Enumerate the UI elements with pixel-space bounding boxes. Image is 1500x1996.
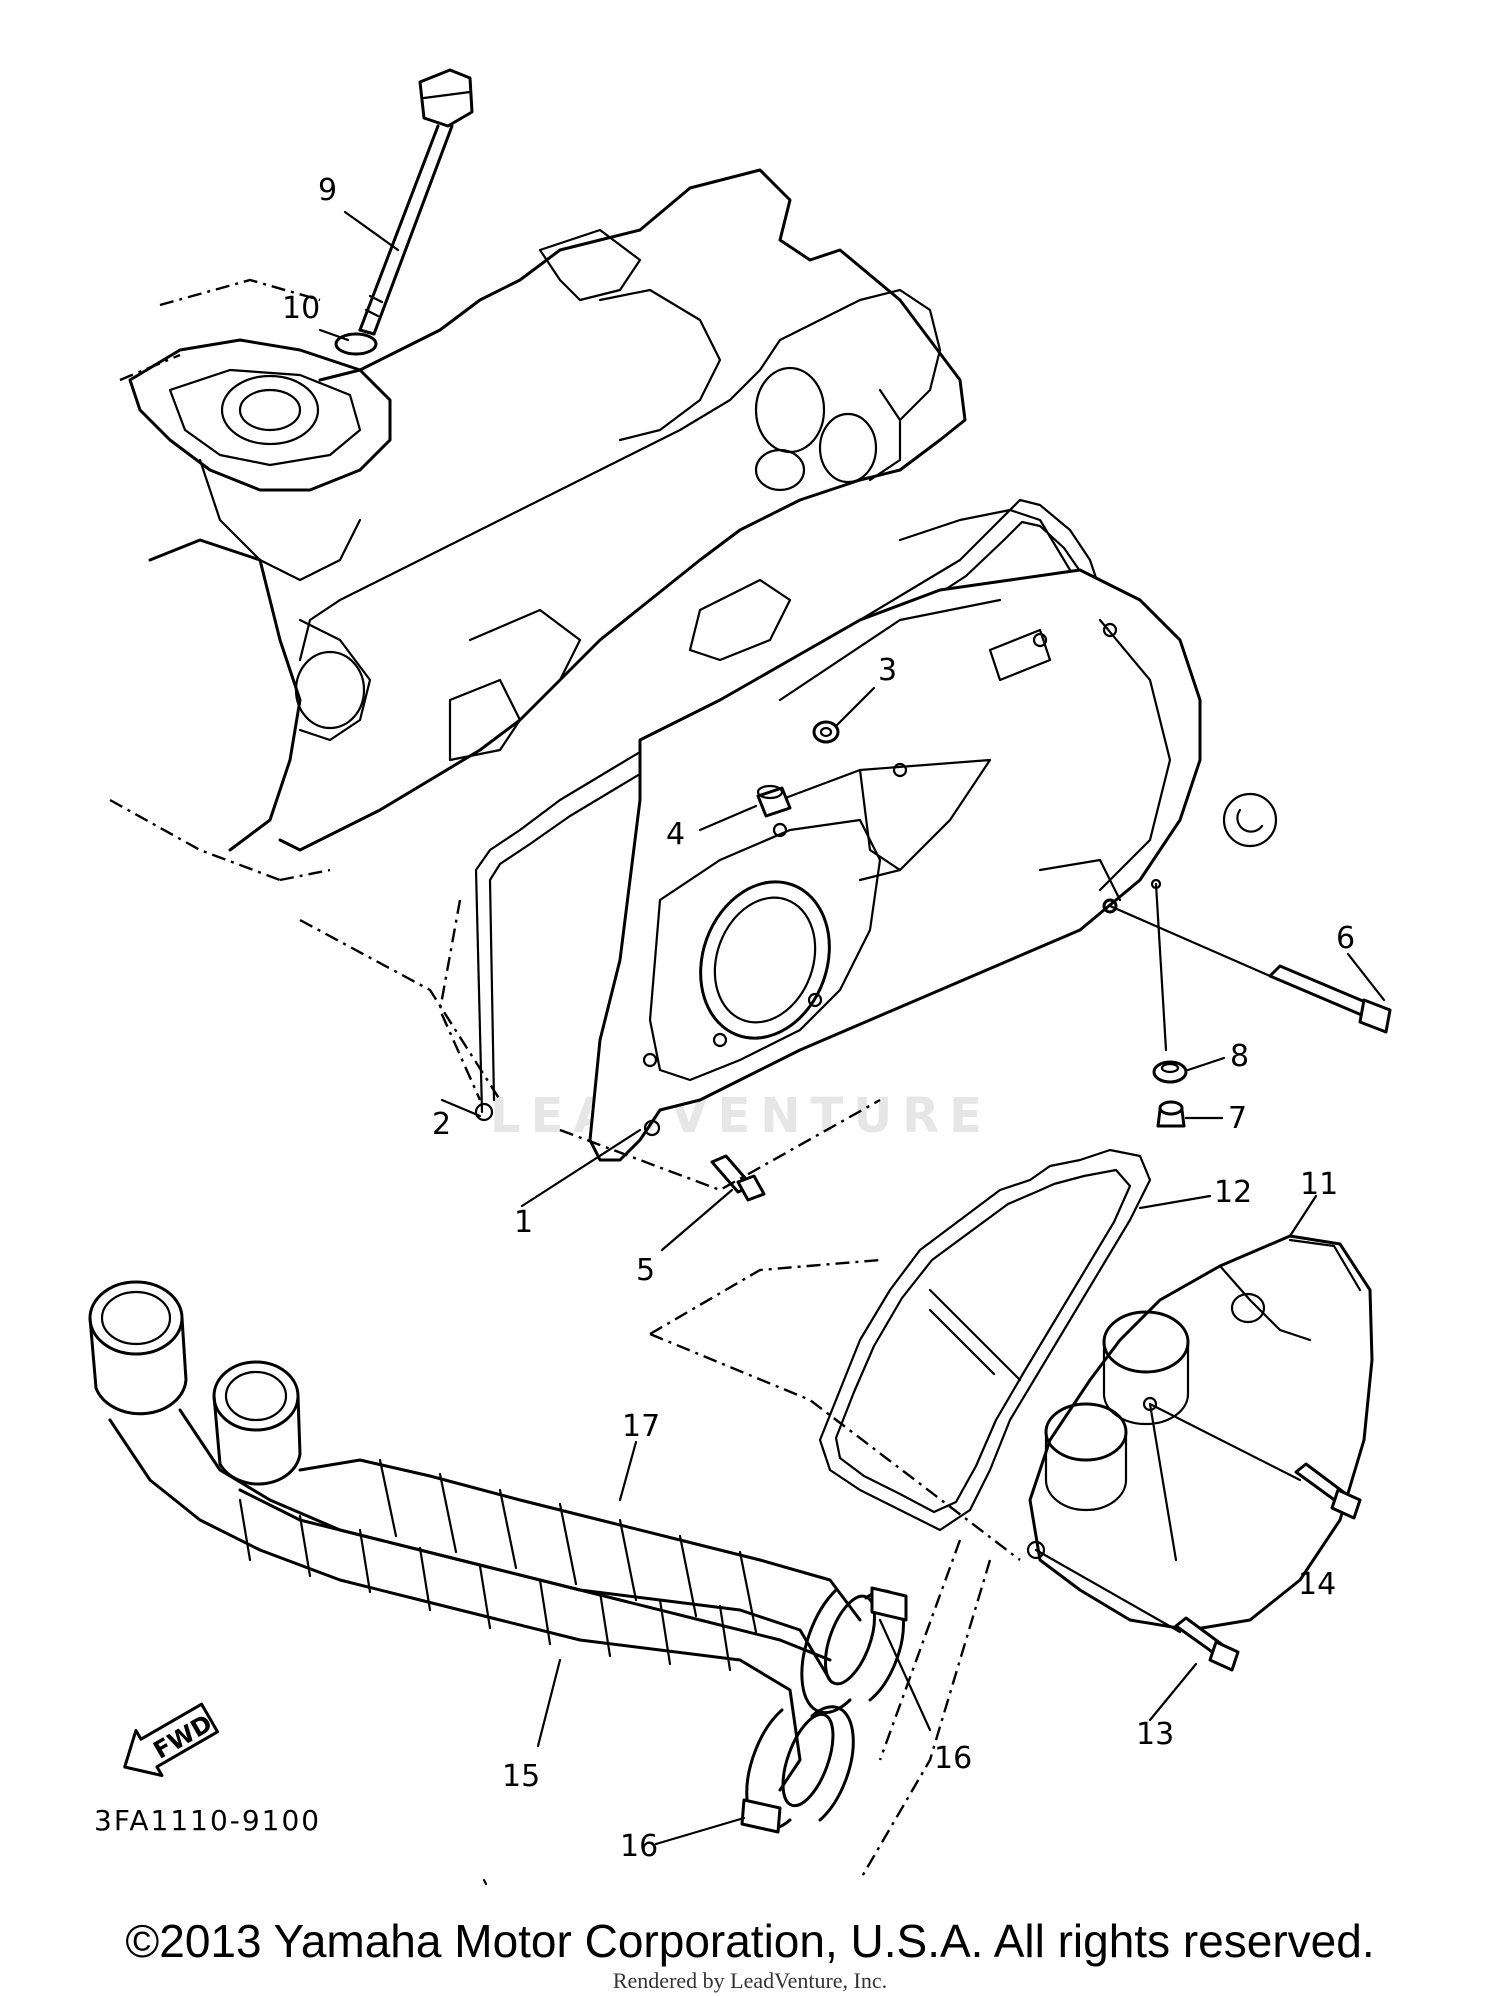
callout-11: 11 <box>1300 1167 1338 1202</box>
dipstick <box>358 68 474 336</box>
callout-14: 14 <box>1298 1567 1336 1602</box>
bolt-14 <box>1148 1402 1362 1520</box>
washer-3 <box>812 720 840 744</box>
bolt-6 <box>1102 878 1392 1052</box>
drain-plug-7 <box>1156 1100 1186 1128</box>
callout-17: 17 <box>622 1409 660 1444</box>
callout-9: 9 <box>318 173 337 208</box>
hose-clamp-lower <box>740 1705 855 1834</box>
callout-1: 1 <box>514 1205 533 1240</box>
o-ring <box>334 332 378 356</box>
callout-7: 7 <box>1228 1101 1247 1136</box>
dowel-pin <box>756 784 792 818</box>
callout-6: 6 <box>1336 921 1355 956</box>
crankcase <box>109 168 967 882</box>
callout-16-lower: 16 <box>620 1829 658 1864</box>
callout-15: 15 <box>502 1759 540 1794</box>
callout-8: 8 <box>1230 1039 1249 1074</box>
leader-lines <box>318 210 1386 1846</box>
intake-hose-17 <box>212 1360 877 1686</box>
callout-10: 10 <box>282 291 320 326</box>
fwd-direction-badge: FWD <box>123 1702 220 1778</box>
rendered-by-notice: Rendered by LeadVenture, Inc. <box>612 1968 888 1993</box>
copyright-notice: ©2013 Yamaha Motor Corporation, U.S.A. A… <box>125 1915 1375 1967</box>
callout-5: 5 <box>636 1253 655 1288</box>
callout-4: 4 <box>666 817 685 852</box>
duct-gasket <box>818 1148 1152 1532</box>
callouts: 9 10 3 4 6 8 7 2 1 5 12 11 14 13 17 15 1… <box>282 173 1355 1864</box>
callout-13: 13 <box>1136 1717 1174 1752</box>
bolt-13 <box>1034 1548 1240 1672</box>
callout-16-upper: 16 <box>934 1741 972 1776</box>
watermark: LEADVENTURE <box>490 1088 992 1144</box>
callout-12: 12 <box>1214 1175 1252 1210</box>
callout-3: 3 <box>878 653 897 688</box>
bolt-5 <box>710 1154 766 1202</box>
crankcase-cover <box>588 508 1278 1162</box>
washer-8 <box>1152 1060 1188 1084</box>
diagram-part-code: 3FA1110-9100 <box>94 1804 321 1837</box>
hose-clamp-upper <box>800 1586 908 1715</box>
callout-2: 2 <box>432 1107 451 1142</box>
